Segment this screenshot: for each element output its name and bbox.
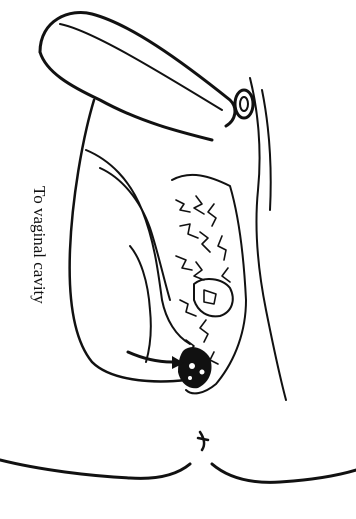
inner-channel <box>86 150 190 362</box>
small-ring-structure <box>235 90 253 118</box>
pointer-arrow <box>128 352 184 369</box>
right-edge-lines <box>250 78 286 400</box>
annotation-label: To vaginal cavity <box>30 186 49 304</box>
small-mark <box>198 432 208 450</box>
dark-cluster <box>178 347 212 388</box>
bottom-contour <box>0 460 356 482</box>
outer-tube-outline <box>40 13 235 382</box>
